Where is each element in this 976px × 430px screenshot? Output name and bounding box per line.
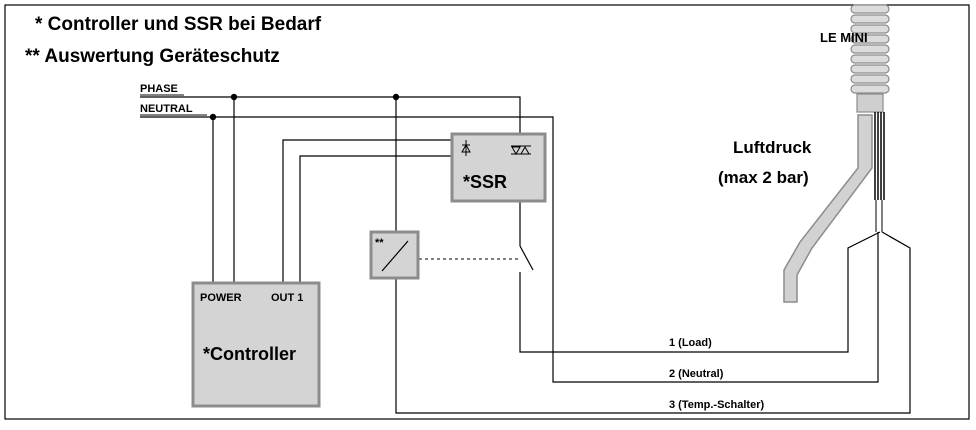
note-protection: ** Auswertung Geräteschutz <box>25 46 280 67</box>
out1-wire-a <box>282 139 466 283</box>
wire-3-label: 3 (Temp.-Schalter) <box>669 399 764 411</box>
controller-label: *Controller <box>203 344 296 364</box>
note-controller-ssr: * Controller und SSR bei Bedarf <box>35 14 322 35</box>
controller-out1-label: OUT 1 <box>271 292 303 304</box>
air-hose <box>783 114 873 303</box>
controller-power-label: POWER <box>200 292 242 304</box>
heater-coil <box>850 4 890 94</box>
phase-wire <box>140 96 521 136</box>
ssr-label: *SSR <box>463 172 507 192</box>
out1-wire-b <box>299 155 466 283</box>
air-pressure-label: Luftdruck <box>733 138 812 157</box>
junction-dot <box>209 113 217 121</box>
cable-bundle <box>874 112 885 200</box>
heater-nozzle <box>856 93 884 113</box>
ssr-box: *SSR <box>450 132 547 203</box>
phase-label: PHASE <box>140 83 178 95</box>
load-wire <box>519 231 881 353</box>
air-pressure-limit: (max 2 bar) <box>718 168 809 187</box>
cable-leads <box>875 200 883 232</box>
wiring <box>140 96 911 414</box>
neutral-label: NEUTRAL <box>140 103 193 115</box>
heater-le-mini: LE MINI Luftdruck (max 2 bar) <box>718 4 890 303</box>
controller-box: POWER OUT 1 *Controller <box>191 281 321 408</box>
ssr-input-diode-icon <box>461 140 471 156</box>
diagram-frame <box>4 4 970 420</box>
junction-dot <box>392 93 400 101</box>
temp-switch-wire <box>395 231 911 414</box>
junction-dot <box>230 93 238 101</box>
protection-relay-box: ** <box>369 230 420 280</box>
switch-contact <box>519 245 534 271</box>
neutral-wire <box>140 116 879 383</box>
heater-model-label: LE MINI <box>820 30 868 45</box>
wire-2-label: 2 (Neutral) <box>669 368 724 380</box>
protection-label: ** <box>375 237 384 249</box>
wire-1-label: 1 (Load) <box>669 337 712 349</box>
relay-slash-icon <box>381 240 409 272</box>
ssr-triac-icon <box>511 145 531 156</box>
